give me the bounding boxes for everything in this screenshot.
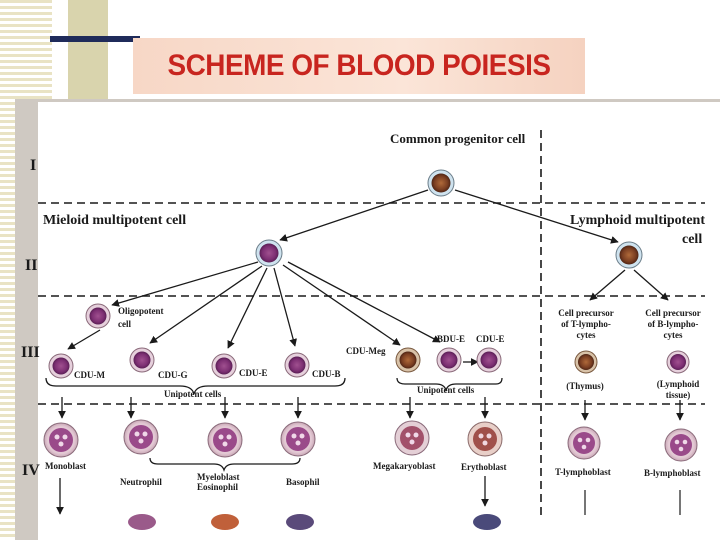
cdu-b-label: CDU-B bbox=[312, 369, 341, 379]
arrow-to-mieloid bbox=[279, 189, 429, 242]
cell-cdu-m bbox=[48, 353, 74, 379]
brace-unipotent-1 bbox=[45, 377, 346, 395]
t-precursor-label-3: cytes bbox=[577, 330, 596, 340]
stage-label-2: II bbox=[25, 257, 37, 274]
navy-accent-bar bbox=[50, 36, 140, 42]
erythoblast-label: Erythoblast bbox=[461, 462, 507, 472]
cells bbox=[43, 169, 698, 530]
cell-myeloblast bbox=[207, 422, 243, 458]
stage-label-1: I bbox=[30, 157, 36, 174]
cell-t-precursor bbox=[574, 350, 598, 374]
common-progenitor-label: Common progenitor cell bbox=[390, 131, 526, 146]
arrow-to-cdu-b bbox=[273, 267, 297, 347]
cdu-m-label: CDU-M bbox=[74, 370, 105, 380]
cell-b-precursor bbox=[666, 350, 690, 374]
arrow-to-b-precursor bbox=[633, 269, 669, 301]
b-precursor-label-1: Cell precursor bbox=[645, 308, 701, 318]
myeloblast-label: Myeloblast bbox=[197, 472, 240, 482]
cell-oligopotent bbox=[85, 303, 111, 329]
arrow-to-lymphoid bbox=[454, 189, 619, 244]
stage-dividers bbox=[38, 130, 705, 515]
slide-title: SCHEME OF BLOOD POIESIS bbox=[167, 49, 551, 82]
cell-cdu-meg bbox=[395, 347, 421, 373]
brace-group bbox=[45, 377, 503, 473]
t-precursor-label-2: of T-lympho- bbox=[561, 319, 611, 329]
cell-common-progenitor bbox=[427, 169, 455, 197]
unipotent-label-2: Unipotent cells bbox=[417, 385, 475, 395]
b-precursor-label-2: of B-lympho- bbox=[648, 319, 699, 329]
neutrophil-label: Neutrophil bbox=[120, 477, 162, 487]
diagram-panel bbox=[15, 99, 720, 540]
arrow-to-cdu-g bbox=[149, 265, 263, 344]
diagram-paper bbox=[38, 102, 720, 540]
cell-b-lymphoblast bbox=[664, 428, 698, 462]
cell-t-lymphoblast bbox=[567, 426, 601, 460]
cell-cdu-e2 bbox=[476, 347, 502, 373]
cell-megakaryoblast bbox=[394, 420, 430, 456]
arrow-to-oligo bbox=[111, 261, 259, 307]
arrow-to-cdu-meg bbox=[282, 264, 401, 346]
lymphoid-multipotent-label-2: cell bbox=[682, 232, 702, 247]
arrow-to-cdu-e1 bbox=[227, 267, 268, 349]
b-lymphoblast-label: B-lymphoblast bbox=[644, 468, 701, 478]
cell-partial-bottom-row bbox=[128, 514, 501, 530]
eosinophil-label: Eosinophil bbox=[197, 482, 239, 492]
oligopotent-label-2: cell bbox=[118, 319, 131, 329]
arrow-to-t-precursor bbox=[589, 269, 626, 301]
thymus-label: (Thymus) bbox=[566, 381, 604, 391]
cdu-meg-label: CDU-Meg bbox=[346, 346, 386, 356]
arrow-to-bdu-e bbox=[287, 261, 441, 343]
brace-unipotent-2 bbox=[396, 377, 503, 393]
bdu-e-label: BDU-E bbox=[437, 334, 465, 344]
cell-cdu-b bbox=[284, 352, 310, 378]
cell-neutrophil bbox=[123, 419, 159, 455]
gold-accent-block bbox=[68, 0, 108, 102]
monoblast-label: Monoblast bbox=[45, 461, 86, 471]
cdu-e2-label: CDU-E bbox=[476, 334, 505, 344]
t-precursor-label-1: Cell precursor bbox=[558, 308, 614, 318]
cdu-e1-label: CDU-E bbox=[239, 368, 268, 378]
megakaryoblast-label: Megakaryoblast bbox=[373, 461, 436, 471]
brace-myeloblast bbox=[149, 457, 301, 473]
cell-bdu-e bbox=[436, 347, 462, 373]
cell-erythoblast bbox=[467, 421, 503, 457]
b-precursor-label-3: cytes bbox=[664, 330, 683, 340]
stage-label-4: IV bbox=[22, 462, 40, 479]
basophil-label: Basophil bbox=[286, 477, 320, 487]
cell-mieloid-multipotent bbox=[255, 239, 283, 267]
arrow-to-cdu-m bbox=[67, 329, 101, 350]
lymphoid-tissue-label-1: (Lymphoid bbox=[657, 379, 700, 389]
title-banner: SCHEME OF BLOOD POIESIS bbox=[133, 38, 585, 94]
cell-basophil bbox=[280, 421, 316, 457]
mieloid-multipotent-label: Mieloid multipotent cell bbox=[43, 213, 186, 228]
unipotent-label-1: Unipotent cells bbox=[164, 389, 222, 399]
cell-lymphoid-multipotent bbox=[615, 241, 643, 269]
stage-label-3: III bbox=[21, 344, 40, 361]
lymphoid-tissue-label-2: tissue) bbox=[666, 390, 691, 400]
lineage-arrows bbox=[56, 189, 684, 515]
cell-cdu-g bbox=[129, 347, 155, 373]
oligopotent-label-1: Oligopotent bbox=[118, 306, 164, 316]
cdu-g-label: CDU-G bbox=[158, 370, 188, 380]
lymphoid-multipotent-label-1: Lymphoid multipotent bbox=[570, 213, 705, 228]
cell-cdu-e1 bbox=[211, 353, 237, 379]
cell-monoblast bbox=[43, 422, 79, 458]
t-lymphoblast-label: T-lymphoblast bbox=[555, 467, 611, 477]
lower-connectors bbox=[584, 490, 681, 515]
